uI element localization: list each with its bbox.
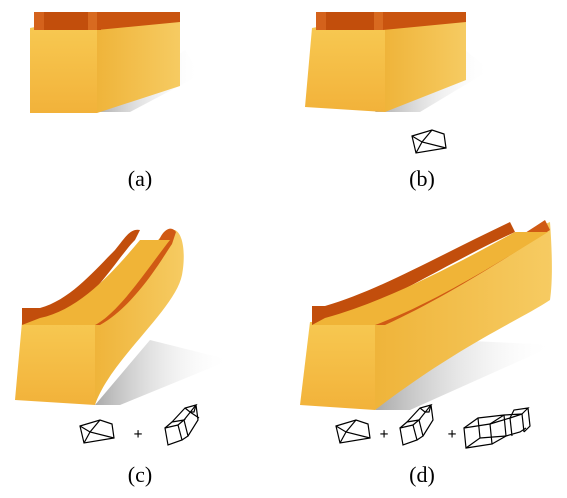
panel-c-label: (c)	[127, 462, 153, 487]
plus-sign-d2: +	[447, 426, 456, 443]
panel-a-left-rail	[34, 12, 44, 30]
panel-a-front-face	[30, 28, 97, 113]
taper-profile-icon-b	[411, 129, 447, 154]
panel-a-right-rail	[88, 12, 97, 30]
panel-b-right-rail	[374, 12, 383, 30]
taper-profile-icon-c	[79, 419, 115, 444]
plus-sign-d1: +	[379, 426, 388, 443]
twist-lattice-icon-d	[463, 407, 531, 449]
panel-c-left-rail	[22, 229, 140, 325]
bend-lattice-icon-d	[399, 403, 434, 446]
panel-c-front-face	[15, 322, 95, 405]
panel-c-side-face	[95, 230, 184, 405]
panel-d-front-face	[300, 322, 375, 410]
panel-b-shape	[305, 12, 490, 112]
panel-a-shape	[30, 12, 200, 113]
panel-a-label: (a)	[127, 166, 153, 191]
panel-b-left-rail	[316, 12, 326, 30]
bend-lattice-icon-c	[164, 403, 200, 446]
taper-profile-icon-d	[335, 419, 371, 444]
panel-d-left-rail	[312, 222, 515, 325]
panel-d-shape	[300, 220, 555, 410]
panel-b-side-face	[385, 15, 466, 112]
panel-b-front-face	[305, 28, 385, 112]
panel-a-side-face	[97, 14, 180, 113]
panel-d-side-face	[375, 222, 552, 410]
panel-d-label: (d)	[409, 462, 435, 487]
panel-b-label: (b)	[409, 166, 435, 191]
panel-c-shape	[15, 228, 230, 405]
plus-sign-c: +	[133, 426, 142, 443]
